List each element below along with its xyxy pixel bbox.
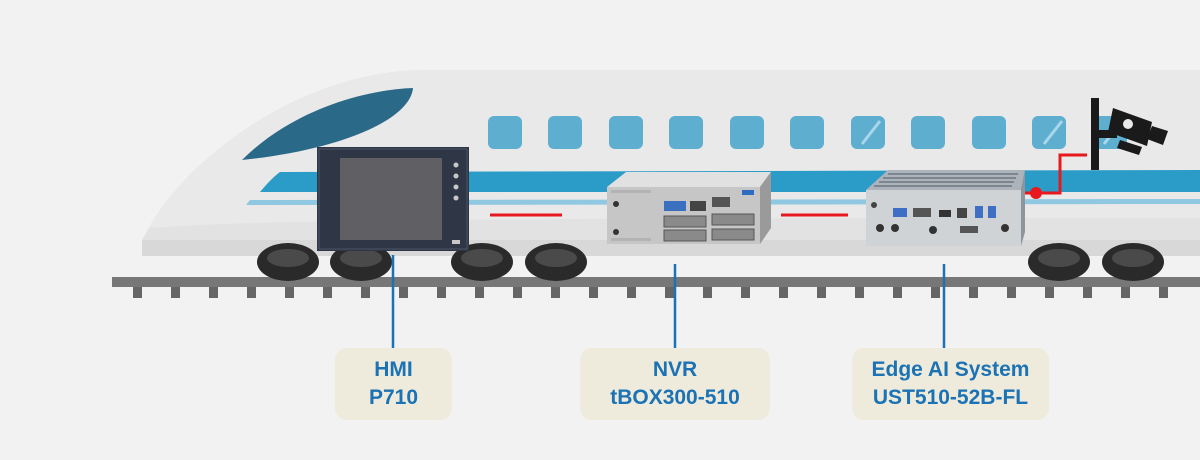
train-windows	[488, 116, 1127, 149]
train-wheels	[257, 243, 1164, 281]
label-edge-ai-model: UST510-52B-FL	[872, 386, 1029, 409]
label-hmi: HMI P710	[335, 348, 452, 420]
label-nvr: NVR tBOX300-510	[580, 348, 770, 420]
label-edge-ai-type: Edge AI System	[871, 358, 1030, 381]
hmi-panel-icon	[317, 147, 469, 251]
edge-ai-box-icon	[866, 170, 1025, 246]
link-edge-camera-dot	[1030, 187, 1042, 199]
train-windshield	[242, 88, 413, 160]
label-hmi-type: HMI	[374, 358, 413, 381]
rail	[112, 277, 1200, 287]
label-hmi-model: P710	[368, 386, 419, 409]
link-edge-camera	[1025, 153, 1087, 195]
label-nvr-type: NVR	[652, 358, 698, 381]
security-camera-icon	[1091, 98, 1168, 170]
label-nvr-model: tBOX300-510	[610, 386, 740, 409]
label-edge-ai: Edge AI System UST510-52B-FL	[852, 348, 1049, 420]
nvr-box-icon	[607, 172, 771, 244]
rail-ties	[133, 287, 1168, 298]
